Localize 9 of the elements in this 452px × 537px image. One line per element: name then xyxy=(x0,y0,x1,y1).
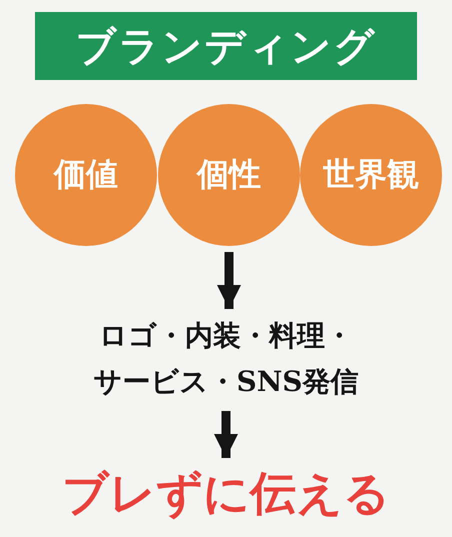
circle-label: 価値 xyxy=(54,154,118,195)
keyword-list: ロゴ・内装・料理・サービス・SNS発信 xyxy=(76,313,376,405)
down-arrow xyxy=(214,411,238,458)
slogan-text: ブレずに伝える xyxy=(40,462,412,524)
circle-label: 世界観 xyxy=(323,154,419,195)
circle-label: 個性 xyxy=(197,154,261,195)
title-banner xyxy=(35,12,417,80)
down-arrow xyxy=(217,252,241,309)
banner-title: ブランディング xyxy=(76,22,376,72)
